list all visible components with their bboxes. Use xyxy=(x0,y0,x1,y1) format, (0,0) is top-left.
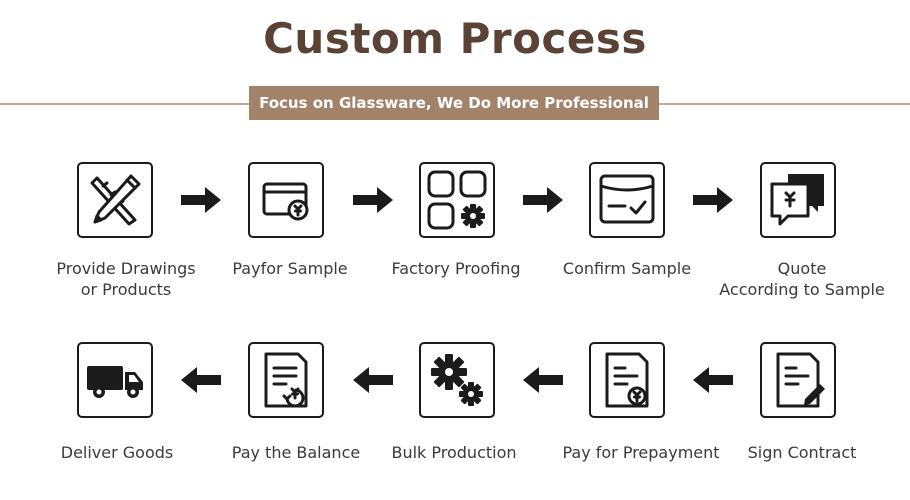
step-8-box xyxy=(419,342,495,418)
arrow-left-4 xyxy=(179,366,223,394)
gears-icon xyxy=(431,354,483,406)
arrow-left-icon xyxy=(693,367,733,393)
document-refund-icon xyxy=(264,352,308,408)
arrow-right-1 xyxy=(179,186,223,214)
window-check-icon xyxy=(599,174,655,224)
document-payment-icon xyxy=(605,352,649,408)
arrow-left-icon xyxy=(181,367,221,393)
step-10-box xyxy=(77,342,153,418)
step-5-box xyxy=(760,162,836,238)
arrow-right-icon xyxy=(693,187,733,213)
step-10-label: Deliver Goods xyxy=(60,443,174,462)
page-title: Custom Process xyxy=(263,14,647,63)
arrow-left-icon xyxy=(353,367,393,393)
arrow-left-1 xyxy=(691,366,735,394)
step-4-box xyxy=(589,162,665,238)
step-9-label: Pay the Balance xyxy=(231,443,361,462)
pencil-ruler-icon xyxy=(90,174,141,226)
arrow-left-3 xyxy=(351,366,395,394)
step-1-label: Provide Drawings or Products xyxy=(56,259,196,299)
arrow-right-2 xyxy=(351,186,395,214)
arrow-right-4 xyxy=(691,186,735,214)
arrow-right-icon xyxy=(353,187,393,213)
arrow-left-2 xyxy=(521,366,565,394)
arrow-right-3 xyxy=(521,186,565,214)
step-3-label: Factory Proofing xyxy=(391,259,521,278)
document-pen-icon xyxy=(776,352,825,408)
step-8-label: Bulk Production xyxy=(391,443,517,462)
step-6-box xyxy=(760,342,836,418)
grid-gear-icon xyxy=(427,170,487,230)
step-2-box xyxy=(248,162,324,238)
arrow-left-icon xyxy=(523,367,563,393)
step-5-label: Quote According to Sample xyxy=(719,259,885,299)
step-2-label: Payfor Sample xyxy=(232,259,348,278)
step-3-box xyxy=(419,162,495,238)
step-4-label: Confirm Sample xyxy=(562,259,692,278)
step-6-label: Sign Contract xyxy=(747,443,857,462)
step-9-box xyxy=(248,342,324,418)
arrow-right-icon xyxy=(523,187,563,213)
card-payment-icon xyxy=(262,182,309,221)
step-1-box xyxy=(77,162,153,238)
quote-chat-icon xyxy=(770,174,824,226)
arrow-right-icon xyxy=(181,187,221,213)
tagline-banner: Focus on Glassware, We Do More Professio… xyxy=(249,86,659,120)
step-7-box xyxy=(589,342,665,418)
step-7-label: Pay for Prepayment xyxy=(562,443,720,462)
truck-icon xyxy=(87,366,143,398)
